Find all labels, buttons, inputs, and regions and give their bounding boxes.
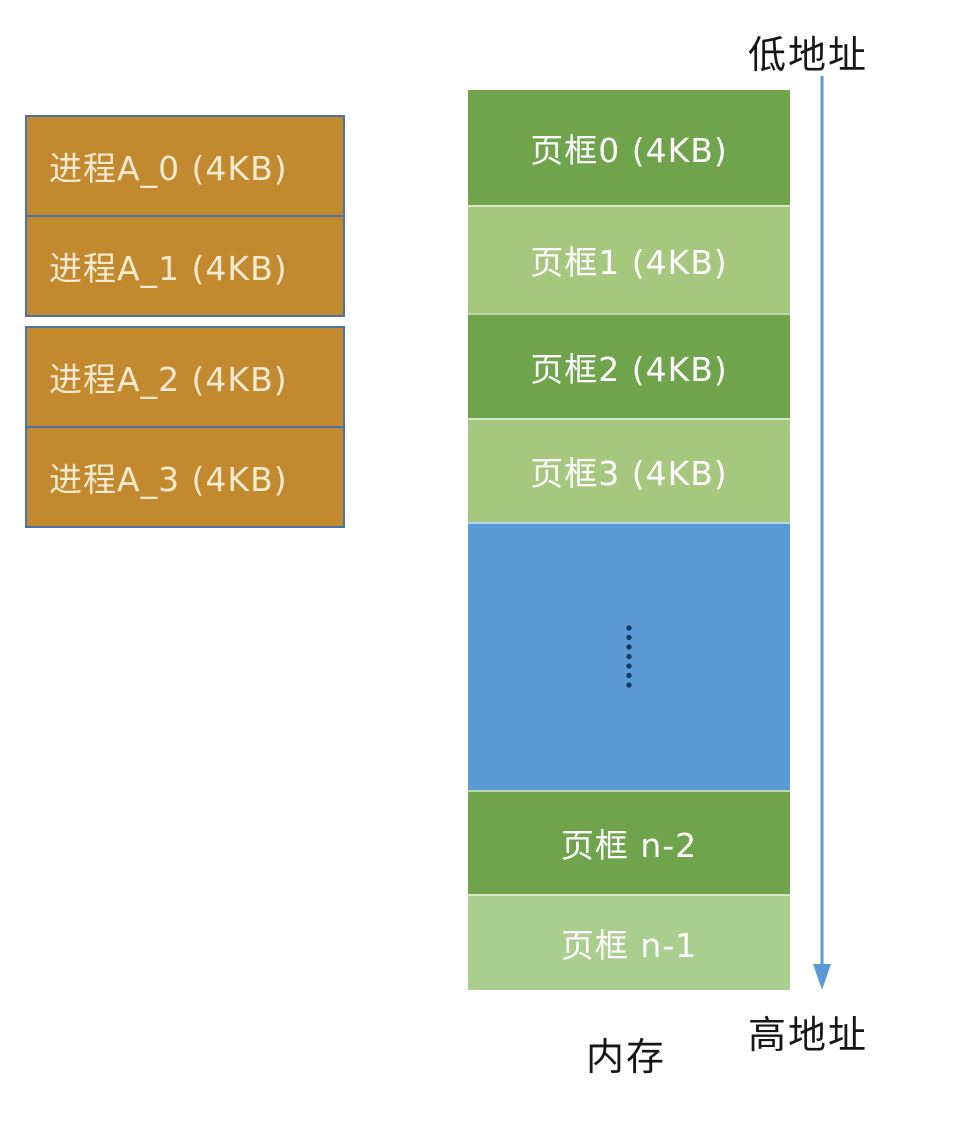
memory-frame-label: 页框0 (4KB) <box>530 130 728 170</box>
memory-frame-label: 页框3 (4KB) <box>530 454 728 493</box>
low-address-label: 低地址 <box>748 33 869 77</box>
process-block: 进程A_0 (4KB) <box>25 115 345 217</box>
memory-frame-label: 页框 n-2 <box>560 826 698 865</box>
process-block-label: 进程A_2 (4KB) <box>49 360 288 399</box>
process-block-label: 进程A_3 (4KB) <box>49 460 288 499</box>
process-stack: 进程A_0 (4KB) 进程A_1 (4KB) 进程A_2 (4KB) 进程A_… <box>25 115 345 528</box>
memory-frame-n-2: 页框 n-2 <box>468 790 790 894</box>
process-block-label: 进程A_1 (4KB) <box>49 249 288 288</box>
process-block: 进程A_2 (4KB) <box>25 326 345 428</box>
memory-label: 内存 <box>586 1035 667 1079</box>
high-address-label: 高地址 <box>748 1013 869 1057</box>
memory-frame-2: 页框2 (4KB) <box>468 313 790 418</box>
memory-frame-3: 页框3 (4KB) <box>468 418 790 522</box>
process-block: 进程A_1 (4KB) <box>25 215 345 317</box>
memory-frame-label: 页框 n-1 <box>560 926 698 965</box>
memory-frame-0: 页框0 (4KB) <box>468 90 790 205</box>
address-direction-arrow-icon <box>813 76 831 990</box>
memory-frame-label: 页框1 (4KB) <box>530 243 728 282</box>
memory-column: 页框0 (4KB) 页框1 (4KB) 页框2 (4KB) 页框3 (4KB) … <box>468 90 790 990</box>
process-block-label: 进程A_0 (4KB) <box>49 149 288 188</box>
process-block: 进程A_3 (4KB) <box>25 426 345 528</box>
memory-frame-ellipsis-region <box>468 522 790 790</box>
memory-frame-1: 页框1 (4KB) <box>468 205 790 313</box>
vertical-ellipsis-icon <box>626 624 632 690</box>
memory-frame-n-1: 页框 n-1 <box>468 894 790 990</box>
memory-frame-label: 页框2 (4KB) <box>530 349 728 389</box>
